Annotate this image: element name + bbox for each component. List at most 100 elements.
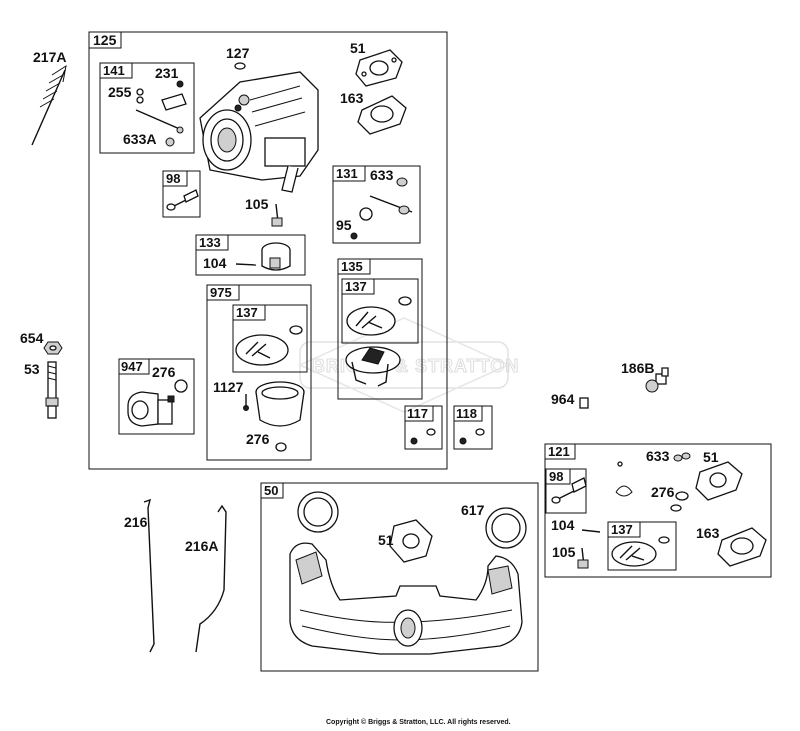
group-135-tag: 135 xyxy=(341,259,363,274)
part-216-link xyxy=(143,498,155,653)
watermark-text: BRIGGS & STRATTON xyxy=(312,356,519,376)
part-121-spring xyxy=(615,461,633,497)
label-104-a: 104 xyxy=(203,255,227,271)
group-135-frame xyxy=(337,258,423,400)
group-121-tag: 121 xyxy=(548,444,570,459)
label-53: 53 xyxy=(24,361,40,377)
part-133-float xyxy=(261,242,291,271)
label-231: 231 xyxy=(155,65,179,81)
part-975-float-bowl xyxy=(255,381,305,427)
group-137-frame-c xyxy=(607,521,677,571)
part-231-screw xyxy=(176,80,184,88)
label-51-right: 51 xyxy=(703,449,719,465)
label-617: 617 xyxy=(461,502,485,518)
part-137-kit-a xyxy=(235,325,303,366)
label-1127: 1127 xyxy=(213,379,244,395)
group-98-tag-b: 98 xyxy=(549,469,563,484)
group-947-frame xyxy=(118,358,195,435)
group-50-frame xyxy=(260,482,539,672)
group-975-tag: 975 xyxy=(210,285,232,300)
label-276-b: 276 xyxy=(246,431,270,447)
part-117-jet xyxy=(410,428,436,445)
label-216A: 216A xyxy=(185,538,218,554)
part-51-gasket-right xyxy=(695,461,743,501)
label-186B: 186B xyxy=(621,360,654,376)
group-947-tag: 947 xyxy=(121,359,143,374)
part-53-stud xyxy=(45,361,59,419)
label-105-a: 105 xyxy=(245,196,269,212)
part-51-gasket-top xyxy=(355,49,403,87)
label-217A: 217A xyxy=(33,49,66,65)
part-135-float-assembly xyxy=(345,346,401,387)
label-51-manifold: 51 xyxy=(378,532,394,548)
part-617-gasket-left xyxy=(297,491,339,533)
group-133-frame xyxy=(195,234,306,276)
group-975-frame xyxy=(206,284,312,461)
part-163-gasket-top xyxy=(357,95,407,135)
part-137-kit-b xyxy=(346,296,412,336)
group-118-tag: 118 xyxy=(456,406,477,421)
group-125-tag: 125 xyxy=(93,32,117,48)
label-105-b: 105 xyxy=(552,544,576,560)
label-163-top: 163 xyxy=(340,90,364,106)
label-104-b: 104 xyxy=(551,517,575,533)
group-50-tag: 50 xyxy=(264,483,278,498)
part-947-solenoid xyxy=(127,379,188,427)
part-163-gasket-right xyxy=(717,527,767,567)
group-137-tag-c: 137 xyxy=(611,522,633,537)
part-1127-screw xyxy=(243,394,249,411)
part-186B-fitting xyxy=(645,367,669,393)
group-141-tag: 141 xyxy=(103,63,125,78)
label-654: 654 xyxy=(20,330,44,346)
group-125-tag-box xyxy=(88,31,122,49)
part-127-o-ring xyxy=(234,62,246,70)
label-276-a: 276 xyxy=(152,364,176,380)
part-141-throttle-shaft xyxy=(135,93,187,147)
part-131-choke-shaft xyxy=(350,177,413,240)
part-276-washer-c xyxy=(670,491,689,512)
group-137-frame-a xyxy=(232,304,308,373)
part-633-bushing-b xyxy=(673,452,691,462)
part-105-needle-b xyxy=(577,547,589,569)
label-127: 127 xyxy=(226,45,250,61)
label-216: 216 xyxy=(124,514,148,530)
group-137-tag-a: 137 xyxy=(236,305,258,320)
group-117-tag: 117 xyxy=(407,406,428,421)
label-633-b: 633 xyxy=(646,448,670,464)
part-654-nut xyxy=(43,341,63,355)
label-51-top: 51 xyxy=(350,40,366,56)
group-137-tag-b: 137 xyxy=(345,279,367,294)
label-633A: 633A xyxy=(123,131,156,147)
label-95: 95 xyxy=(336,217,352,233)
label-276-c: 276 xyxy=(651,484,675,500)
group-98-tag: 98 xyxy=(166,171,180,186)
part-255-spring xyxy=(136,88,144,104)
copyright-notice: Copyright © Briggs & Stratton, LLC. All … xyxy=(326,718,511,726)
watermark-logo: BRIGGS & STRATTON xyxy=(298,317,519,413)
part-51-gasket-manifold xyxy=(389,519,433,563)
part-217A-cable xyxy=(31,64,67,146)
label-255: 255 xyxy=(108,84,132,100)
part-carburetor-body xyxy=(199,71,319,193)
label-633-a: 633 xyxy=(370,167,394,183)
label-964: 964 xyxy=(551,391,575,407)
group-137-frame-b xyxy=(341,278,419,344)
part-105-needle-a xyxy=(271,203,283,227)
label-163-right: 163 xyxy=(696,525,720,541)
group-141-frame xyxy=(99,62,195,154)
group-121-frame xyxy=(544,443,772,578)
part-104-pin-a xyxy=(235,263,257,266)
part-276-washer-b xyxy=(275,442,287,452)
part-617-gasket-right xyxy=(485,507,527,549)
group-125-frame xyxy=(88,31,448,470)
part-964-plug xyxy=(579,397,589,409)
part-118-jet xyxy=(459,428,485,445)
part-137-kit-c xyxy=(611,536,670,567)
part-104-pin-b xyxy=(581,529,601,533)
part-98-screw-spring-a xyxy=(166,189,199,211)
part-98-screw-spring-b xyxy=(551,477,587,504)
part-216A-link xyxy=(195,504,227,653)
group-131-tag: 131 xyxy=(336,166,358,181)
